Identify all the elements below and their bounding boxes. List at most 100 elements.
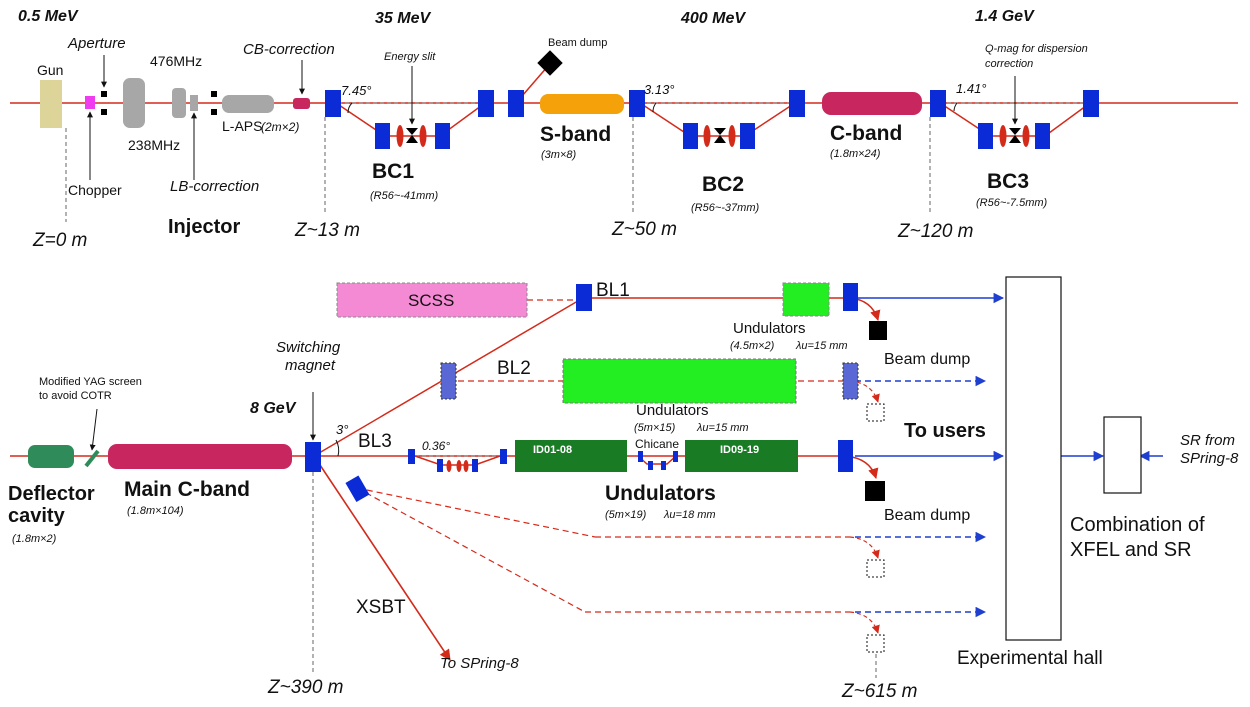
injector-energy: 0.5 MeV [18, 8, 79, 25]
z0-label: Z=0 m [32, 230, 87, 251]
bc1-chicane [325, 90, 494, 149]
bl1-beam-dump [869, 321, 887, 340]
s-band-title: S-band [540, 123, 611, 146]
main-c-band-size: (1.8m×104) [127, 505, 184, 517]
bc3-energy: 1.4 GeV [975, 8, 1035, 25]
bl3-dogleg-magnet-3 [472, 459, 478, 472]
bc3-dipole-2 [978, 123, 993, 149]
bc3-quad-left [999, 125, 1007, 147]
bc3-qmag [1009, 128, 1021, 143]
chopper-label: Chopper [68, 182, 122, 198]
to-spring8-label: To SPring-8 [440, 655, 519, 672]
bl2-und-lambda: λu=15 mm [696, 422, 749, 434]
bc1-energy: 35 MeV [375, 10, 431, 27]
chicane-label: Chicane [635, 437, 679, 451]
scss-label: SCSS [408, 291, 454, 310]
laps-label: L-APS [222, 118, 262, 134]
z13-label: Z~13 m [294, 220, 360, 241]
chicane-magnet-2 [648, 461, 653, 470]
c-band-title: C-band [830, 122, 902, 145]
steering-magnet-lower [211, 109, 217, 115]
aperture-label: Aperture [67, 35, 126, 52]
bc2-quad-left [703, 125, 711, 147]
bc2-dipole-4 [789, 90, 805, 117]
qmag-label-l2: correction [985, 58, 1033, 70]
bl1-und-size: (4.5m×2) [730, 340, 775, 352]
injector-components [40, 78, 310, 128]
bc2-dipole-2 [683, 123, 698, 149]
to-users-label: To users [904, 420, 986, 442]
bc3-dipole-1 [930, 90, 946, 117]
bl2-dump-magnet [842, 362, 859, 400]
yag-label-l1: Modified YAG screen [39, 376, 142, 388]
sr-combination-box [1103, 416, 1142, 494]
future-beam-dump-1 [866, 559, 885, 578]
deflector-label-l1: Deflector [8, 483, 95, 505]
bl3-und-label: Undulators [605, 482, 716, 505]
combo-l2: XFEL and SR [1070, 539, 1192, 561]
bl2-undulators [562, 358, 797, 404]
chicane-magnet-1 [638, 451, 643, 462]
sr-from-l1: SR from [1180, 432, 1235, 449]
c-band-structure [822, 92, 922, 115]
aperture-upper [101, 91, 107, 97]
bl1-und-label: Undulators [733, 320, 806, 337]
switching-magnet [305, 442, 321, 472]
bc1-quad-left [396, 125, 404, 147]
bc2-angle: 3.13° [644, 82, 675, 97]
deflector-label-l2: cavity [8, 505, 66, 527]
exp-hall-label: Experimental hall [957, 648, 1103, 669]
z615-label: Z~615 m [841, 681, 918, 702]
main-c-band-label: Main C-band [124, 478, 250, 501]
steering-magnet-upper [211, 91, 217, 97]
energy-slit-label: Energy slit [384, 51, 436, 63]
bc2-slit [714, 128, 726, 143]
rf-cavity-238mhz [123, 78, 145, 128]
beam-dump-upper [537, 50, 563, 76]
bl3-und-lambda: λu=18 mm [663, 509, 716, 521]
bc3-angle: 1.41° [956, 81, 987, 96]
bc3-chicane [930, 90, 1099, 149]
angle-036deg: 0.36° [422, 439, 450, 453]
bc1-r56: (R56~-41mm) [370, 190, 438, 202]
sr-from-l2: SPring-8 [1180, 450, 1239, 467]
bl3-dogleg-magnet-4 [500, 449, 507, 464]
gun-label: Gun [37, 62, 63, 78]
bl1-und-lambda: λu=15 mm [795, 340, 848, 352]
yag-screen [84, 449, 100, 468]
xsbt-magnet [345, 475, 370, 503]
energy-8gev: 8 GeV [250, 400, 297, 417]
injector-title: Injector [168, 216, 240, 238]
lb-correction-cavity [190, 95, 198, 111]
deflector-size: (1.8m×2) [12, 533, 57, 545]
bl1-undulators [782, 282, 830, 317]
beam-dump-2-label: Beam dump [884, 507, 970, 524]
bc2-dipole-3 [740, 123, 755, 149]
rf-cavity-476mhz [172, 88, 186, 118]
s-band-size: (3m×8) [541, 149, 576, 161]
scss-accelerator [336, 282, 528, 318]
z50-label: Z~50 m [611, 219, 677, 240]
bl3-dump-magnet [838, 440, 853, 472]
bl1-dump-magnet [843, 283, 858, 311]
l-aps-accelerator [222, 95, 274, 113]
chicane-magnet-3 [661, 461, 666, 470]
future-beam-dump-2 [866, 634, 885, 653]
switching-label-l2: magnet [285, 357, 336, 374]
experimental-hall [1005, 276, 1062, 641]
undulator-id09-19 [685, 440, 798, 472]
id0919-label: ID09-19 [720, 444, 759, 456]
bc1-title: BC1 [372, 160, 414, 183]
angle-3deg: 3° [336, 422, 348, 437]
bc1-dipole-3 [435, 123, 450, 149]
xsbt-label: XSBT [356, 597, 406, 618]
bc2-title: BC2 [702, 173, 744, 196]
bl2-magnet [440, 362, 457, 400]
bl2-beam-dump [866, 403, 885, 422]
rf238-label: 238MHz [128, 137, 180, 153]
cb-correction-cavity [293, 98, 310, 109]
bc1-dipole-1 [325, 90, 341, 117]
deflector-cavity [28, 445, 74, 468]
